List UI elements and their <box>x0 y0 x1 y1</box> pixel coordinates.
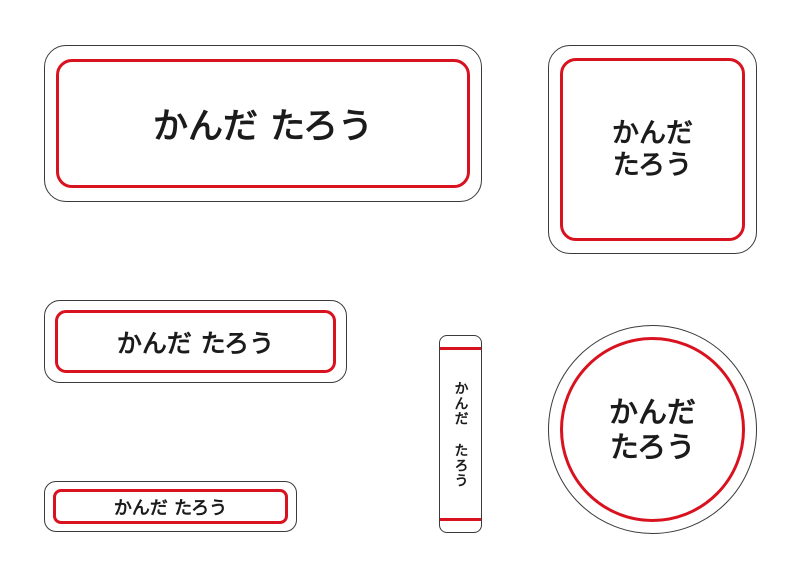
name-text: かんだ たろう <box>152 107 374 147</box>
name-text-line-2: たろう <box>609 429 696 464</box>
name-text-line-1: かんだ <box>612 117 693 149</box>
name-text: かんだ たろう <box>113 497 228 519</box>
name-label-circle: かんだ たろう <box>548 325 757 534</box>
name-text-line-1: かんだ <box>608 395 696 430</box>
name-label-large-rectangle: かんだ たろう <box>44 45 482 202</box>
red-top-line <box>440 347 481 350</box>
red-inner-circle: かんだ たろう <box>560 337 745 522</box>
red-bottom-line <box>440 518 481 521</box>
name-text: かんだ たろう <box>116 328 275 358</box>
name-label-square: かんだ たろう <box>548 45 757 254</box>
name-text-line-2: たろう <box>612 149 693 181</box>
name-text-vertical: かんだ たろう <box>452 380 469 488</box>
red-inner-border: かんだ たろう <box>55 310 336 373</box>
red-inner-border: かんだ たろう <box>56 59 470 188</box>
red-inner-border: かんだ たろう <box>560 58 745 241</box>
red-inner-border: かんだ たろう <box>53 489 288 524</box>
name-label-medium-rectangle: かんだ たろう <box>44 300 347 383</box>
name-label-vertical-strip: かんだ たろう <box>439 335 482 533</box>
name-text: かんだ たろう <box>609 395 696 463</box>
name-label-small-rectangle: かんだ たろう <box>44 481 297 532</box>
name-text: かんだ たろう <box>612 118 693 182</box>
